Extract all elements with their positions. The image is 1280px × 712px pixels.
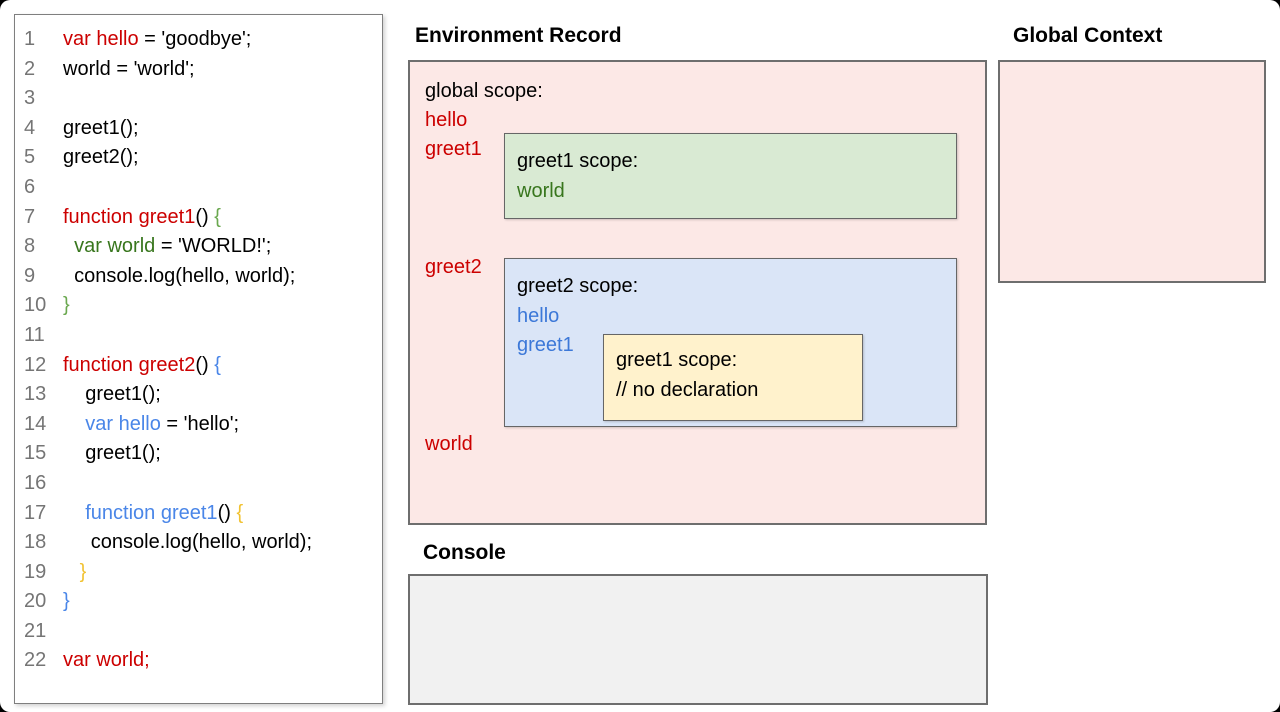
code-text: var world = 'WORLD!'; [74,235,272,258]
code-line: 17 function greet1() { [15,499,382,529]
line-number: 20 [24,590,47,613]
line-number: 12 [24,353,47,376]
line-number: 2 [24,57,36,80]
global-scope-label: global scope: [425,80,543,102]
code-line: 2 world = 'world'; [15,55,382,85]
inner-greet1-scope-box: greet1 scope: // no declaration [603,334,863,421]
console-box [408,574,988,705]
code-line: 15 greet1(); [15,439,382,469]
code-text: var hello = 'goodbye'; [63,28,252,50]
code-text: var world; [63,649,150,672]
line-number: 18 [24,531,47,554]
code-line: 13 greet1(); [15,380,382,410]
greet2-scope-entry-greet1: greet1 [517,334,574,356]
line-number: 17 [24,501,47,524]
line-number: 11 [24,323,45,346]
line-number: 19 [24,560,47,583]
code-lines: 1 var hello = 'goodbye'; 2 world = 'world';… [15,25,382,676]
code-line: 9 console.log(hello, world); [15,262,382,292]
line-number: 21 [24,619,47,642]
global-entry-world: world [425,433,473,455]
code-line: 21 [15,617,382,647]
line-number: 16 [24,471,47,494]
line-number: 9 [24,264,36,287]
line-number: 1 [24,28,36,50]
code-line: 14 var hello = 'hello'; [15,410,382,440]
greet2-scope-entry-hello: hello [517,304,560,327]
code-text: } [63,294,70,317]
line-number: 8 [24,235,36,258]
inner-greet1-scope-comment: // no declaration [616,378,759,401]
code-line: 6 [15,173,382,203]
code-panel: 1 var hello = 'goodbye'; 2 world = 'world';… [14,14,383,704]
inner-greet1-scope-title: greet1 scope: [616,349,738,371]
global-context-box [998,60,1266,283]
line-number: 15 [24,442,47,465]
code-line: 1 var hello = 'goodbye'; [15,25,382,55]
global-entry-greet2: greet2 [425,256,482,278]
line-number: 10 [24,294,47,317]
greet1-scope-entry-world: world [517,179,565,202]
code-text: greet1(); [63,442,161,465]
code-line: 19 } [15,558,382,588]
code-text: world = 'world'; [63,57,195,80]
line-number: 22 [24,649,47,672]
greet1-scope-title: greet1 scope: [517,150,639,172]
code-text: } [79,560,87,583]
environment-record-title: Environment Record [415,24,622,47]
line-number: 5 [24,146,36,169]
line-number: 14 [24,412,47,435]
code-text: console.log(hello, world); [63,531,313,554]
code-text: console.log(hello, world); [63,264,296,287]
code-text: function greet2() { [63,353,221,376]
line-number: 3 [24,87,36,110]
code-line: 11 [15,321,382,351]
code-line: 8 var world = 'WORLD!'; [15,232,382,262]
line-number: 4 [24,116,36,139]
code-line: 3 [15,84,382,114]
greet1-scope-box: greet1 scope: world [504,133,957,219]
environment-record-box: global scope: hello greet1 greet2 world … [408,60,987,525]
code-line: 7 function greet1() { [15,203,382,233]
code-text: } [63,590,70,613]
code-text: var hello = 'hello'; [85,412,240,435]
greet2-scope-title: greet2 scope: [517,275,639,297]
global-entry-greet1: greet1 [425,138,482,160]
global-context-title: Global Context [1013,24,1163,47]
code-line: 4 greet1(); [15,114,382,144]
code-line: 12 function greet2() { [15,351,382,381]
greet2-scope-box: greet2 scope: hello greet1 greet1 scope:… [504,258,957,427]
line-number: 6 [24,175,36,198]
code-text: function greet1() { [63,205,221,228]
console-title: Console [423,541,506,564]
code-text: function greet1() { [85,501,244,524]
code-text: greet1(); [63,383,161,406]
code-text: greet2(); [63,146,139,169]
code-line: 20} [15,587,382,617]
line-number: 13 [24,383,47,406]
code-text: greet1(); [63,116,139,139]
code-line: 5 greet2(); [15,143,382,173]
line-number: 7 [24,205,36,228]
code-line: 16 [15,469,382,499]
global-entry-hello: hello [425,109,468,131]
code-line: 22 var world; [15,646,382,676]
code-line: 18 console.log(hello, world); [15,528,382,558]
code-line: 10} [15,291,382,321]
